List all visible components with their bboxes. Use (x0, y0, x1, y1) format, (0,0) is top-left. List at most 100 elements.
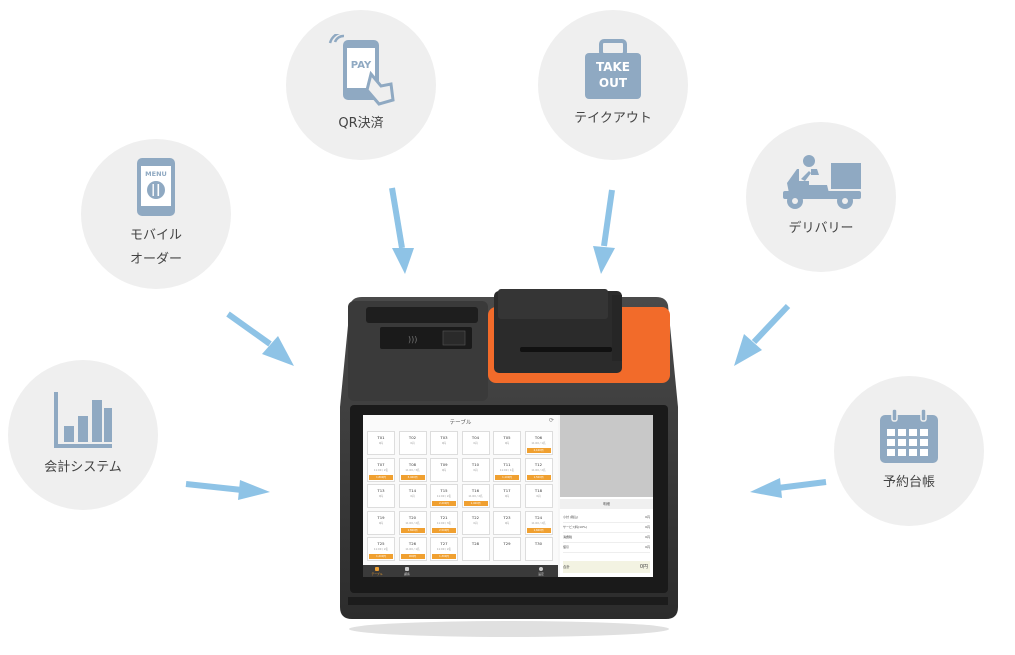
mobile-menu-icon: MENU (135, 156, 177, 218)
table-name: T06 (534, 435, 543, 440)
feature-label: 予約台帳 (882, 475, 935, 490)
table-name: T24 (534, 514, 543, 520)
table-name: T17 (503, 488, 511, 493)
table-cell[interactable]: T03 0円 (430, 431, 458, 455)
tab-customer[interactable]: 顧客 (397, 567, 417, 576)
table-name: T22 (471, 514, 480, 520)
table-status: 0円 (378, 442, 384, 445)
tab-settings[interactable]: 設定 (531, 567, 551, 576)
table-sub: 11:00 / 1名 (531, 442, 546, 445)
table-status: 0円 (473, 442, 478, 445)
table-name: T29 (503, 541, 511, 546)
table-icon (375, 567, 379, 571)
table-cell[interactable]: T02 0円 (398, 431, 427, 455)
table-cell[interactable]: T27 11:00 / 2名 1,300円 (430, 537, 458, 561)
table-name: T25 (377, 541, 385, 546)
calendar-icon (878, 407, 940, 465)
feature-qr-payment: PAY QR決済 (286, 10, 436, 160)
table-status: 0円 (410, 495, 415, 498)
table-sub: 11:00 / 2名 (436, 548, 452, 551)
product-image-placeholder (560, 415, 653, 497)
table-cell[interactable]: T01 0円 (367, 431, 395, 455)
table-amount-badge: 3,400円 (400, 474, 425, 480)
table-cell[interactable]: T06 11:00 / 1名 2,100円 (524, 431, 553, 455)
table-cell[interactable]: T30 (524, 537, 553, 561)
table-name: T02 (408, 435, 417, 440)
table-status: 0円 (378, 495, 384, 498)
table-amount-badge: 2,500円 (432, 527, 456, 533)
feature-accounting: 会計システム (8, 360, 158, 510)
table-name: T16 (471, 488, 480, 493)
summary-title: 明細 (560, 499, 653, 509)
feature-label: テイクアウト (574, 111, 652, 126)
gear-icon (539, 567, 543, 571)
table-name: T04 (471, 435, 480, 440)
table-amount-badge: 2,200円 (432, 501, 456, 506)
table-amount-badge: 1,200円 (369, 554, 393, 559)
table-cell[interactable]: T25 11:00 / 2名 1,200円 (367, 537, 395, 561)
table-sub: 11:00 / 2名 (436, 495, 452, 498)
table-name: T20 (408, 514, 417, 520)
table-cell[interactable]: T28 (461, 537, 490, 561)
table-sub: 11:00 / 2名 (373, 548, 389, 551)
table-amount-badge: 1,600円 (526, 527, 551, 533)
table-amount-badge: 1,300円 (432, 554, 456, 559)
table-cell[interactable]: T29 (493, 537, 521, 561)
user-icon (405, 567, 409, 571)
pay-icon-text: PAY (351, 60, 372, 71)
feature-label: オーダー (129, 252, 182, 267)
table-name: T30 (534, 541, 543, 546)
table-cell[interactable]: T04 0円 (461, 431, 490, 455)
table-name: T11 (503, 461, 511, 467)
table-status: 0円 (504, 521, 510, 525)
table-amount-badge: 2,100円 (526, 448, 551, 453)
table-cell[interactable]: T15 11:00 / 2名 2,200円 (430, 484, 458, 508)
table-name: T19 (377, 514, 385, 520)
table-sub: 11:00 / 2名 (531, 468, 546, 472)
table-amount-badge: 1,800円 (369, 474, 393, 480)
feature-label: モバイル (129, 228, 182, 243)
summary-row: サービス料(10%)0円 (563, 523, 650, 533)
table-status: 0円 (378, 521, 384, 525)
table-amount-badge: 1,100円 (495, 474, 519, 480)
table-name: T05 (503, 435, 511, 440)
table-name: T15 (440, 488, 448, 493)
table-name: T01 (377, 435, 385, 440)
out-icon-text: OUT (599, 76, 628, 90)
table-status: 0円 (410, 442, 415, 445)
table-status: 0円 (441, 442, 447, 445)
refresh-icon[interactable]: ⟳ (548, 417, 554, 424)
delivery-scooter-icon (779, 153, 863, 211)
table-amount-badge: 1,800円 (400, 527, 425, 533)
table-name: T03 (440, 435, 448, 440)
tab-table[interactable]: テーブル (367, 567, 387, 576)
table-status: 0円 (473, 468, 478, 472)
table-name: T27 (440, 541, 448, 546)
table-sub: 11:00 / 1名 (499, 468, 515, 472)
